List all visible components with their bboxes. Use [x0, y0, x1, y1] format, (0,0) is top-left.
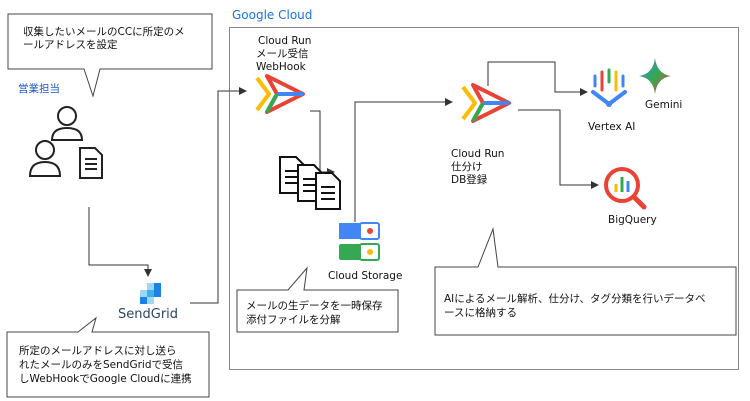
- cloud-run-2-label-2: 仕分け: [451, 161, 483, 173]
- callout-sendgrid-shape: [6, 316, 210, 398]
- callout-top-left-line-1: 収集したいメールのCCに所定のメ: [23, 26, 185, 38]
- cloud-run-1-label-3: WebHook: [256, 61, 306, 73]
- vertex-ai-icon: [591, 68, 627, 107]
- callout-top-left-line-2: ールアドレスを設定: [23, 39, 118, 51]
- cloud-run-2-label-1: Cloud Run: [451, 148, 505, 160]
- callout-storage-shape: [236, 266, 399, 333]
- sales-staff-label: 営業担当: [18, 83, 60, 95]
- callout-storage-line-2: 添付ファイルを分解: [246, 314, 341, 326]
- callout-sendgrid-line-3: しWebHookでGoogle Cloudに連携: [19, 373, 192, 385]
- cloud-run-1-label-1: Cloud Run: [258, 35, 312, 47]
- sendgrid-logo-icon: [140, 283, 161, 304]
- documents-stack-icon: [279, 156, 341, 210]
- bigquery-icon: [604, 167, 647, 210]
- callout-ai-line-2: ースに格納する: [444, 307, 517, 319]
- callout-sendgrid-line-2: れたメールのみをSendGridで受信: [19, 359, 183, 371]
- cloud-run-2-label-3: DB登録: [451, 174, 488, 186]
- gemini-icon: [639, 58, 671, 94]
- cloud-run-icon: [255, 74, 305, 114]
- email-document-icon: [79, 147, 103, 179]
- bigquery-label: BigQuery: [608, 214, 657, 226]
- users-icon: [28, 106, 84, 177]
- callout-top-left-shape: [7, 13, 213, 98]
- cloud-run-icon: [461, 83, 511, 123]
- gemini-label: Gemini: [645, 99, 683, 111]
- cloud-storage-icon: [339, 222, 380, 261]
- sendgrid-label: SendGrid: [118, 307, 179, 322]
- callout-storage-line-1: メールの生データを一時保存: [246, 300, 383, 312]
- cloud-storage-label: Cloud Storage: [328, 270, 403, 282]
- cloud-run-1-label-2: メール受信: [256, 48, 309, 60]
- vertex-ai-label: Vertex AI: [588, 121, 636, 133]
- google-cloud-label: Google Cloud: [232, 8, 313, 22]
- callout-ai-shape: [434, 227, 737, 336]
- callout-ai-line-1: AIによるメール解析、仕分け、タグ分類を行いデータベ: [444, 293, 706, 305]
- callout-sendgrid-line-1: 所定のメールアドレスに対し送ら: [19, 345, 177, 357]
